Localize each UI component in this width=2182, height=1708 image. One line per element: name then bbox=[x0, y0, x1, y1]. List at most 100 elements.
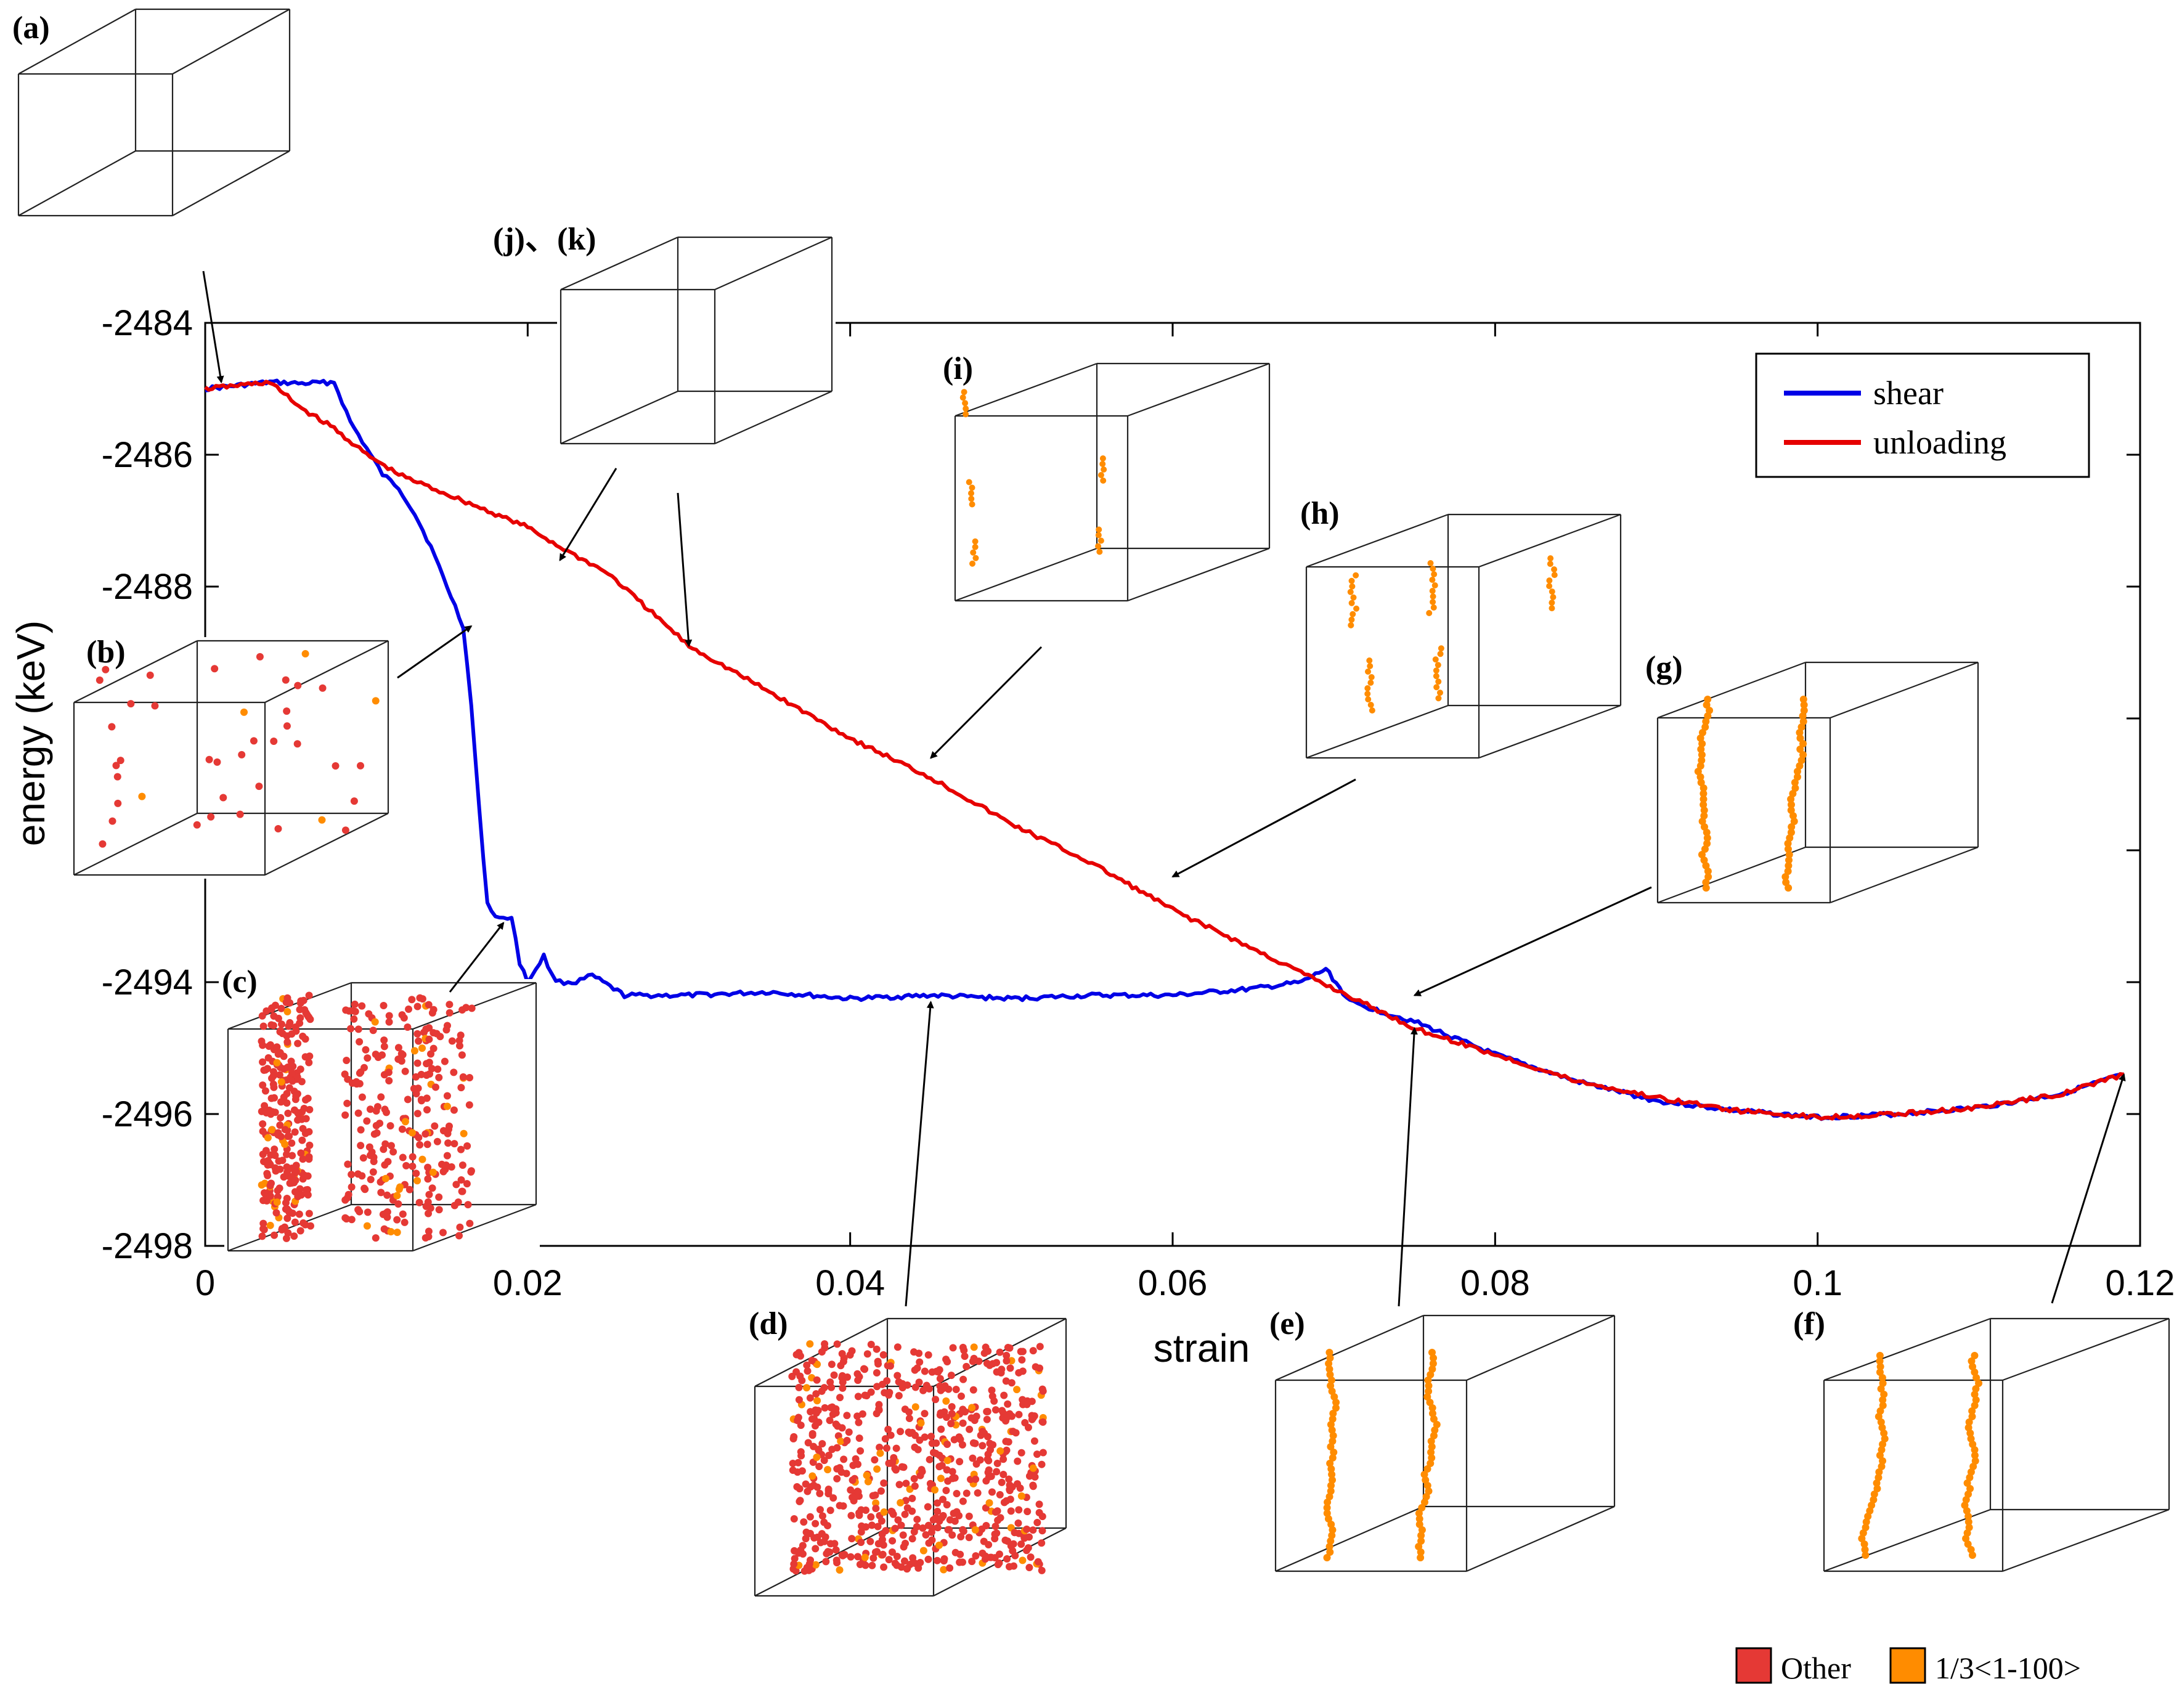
defect-dot-c-455 bbox=[364, 1208, 372, 1216]
defect-dot-c-427 bbox=[425, 1227, 433, 1235]
defect-dot-d-554 bbox=[867, 1388, 875, 1396]
defect-dot-d-537 bbox=[899, 1531, 907, 1539]
defect-dot-d-442 bbox=[894, 1372, 902, 1380]
dislocation-dot-g-1-1207 bbox=[1799, 740, 1807, 747]
defect-dot-d-665 bbox=[803, 1361, 811, 1369]
defect-dot-c-91 bbox=[366, 1105, 374, 1113]
cube-edge-a-8 bbox=[18, 9, 136, 75]
dislocation-dot-e-0-2249 bbox=[1327, 1382, 1335, 1389]
dislocation-dot-e-1-2528 bbox=[1417, 1554, 1425, 1561]
defect-dot-d-395 bbox=[932, 1396, 940, 1404]
defect-dot-d-653 bbox=[857, 1539, 865, 1547]
defect-dot-d-508 bbox=[957, 1392, 965, 1400]
defect-dot-c-315 bbox=[343, 1057, 351, 1065]
defect-dot-c-255 bbox=[385, 1018, 393, 1026]
dislocation-dot-f-0-2227 bbox=[1876, 1368, 1884, 1376]
defect-dot-c-505 bbox=[365, 1010, 373, 1018]
defect-dot-d-446 bbox=[935, 1463, 943, 1471]
defect-dot-c-346 bbox=[300, 1104, 308, 1112]
defect-dot-d-573 bbox=[811, 1422, 819, 1430]
defect-dot-d-558 bbox=[951, 1548, 959, 1556]
defect-dot-b-21 bbox=[108, 723, 116, 731]
dislocation-dot-g-0-1315 bbox=[1700, 807, 1708, 814]
defect-dot-d-400 bbox=[998, 1365, 1006, 1373]
dislocation-dot-f-0-2461 bbox=[1864, 1513, 1872, 1520]
defect-dot-d-364 bbox=[927, 1433, 935, 1441]
defect-dot-c-79 bbox=[435, 1073, 443, 1081]
defect-dot-d-48 bbox=[898, 1463, 906, 1471]
defect-dot-d-328 bbox=[1024, 1423, 1032, 1431]
defect-dot-d-36 bbox=[1039, 1449, 1047, 1457]
defect-dot-c-497 bbox=[463, 1142, 471, 1150]
dislocation-dot-f-1-2263 bbox=[1971, 1391, 1979, 1398]
cube-edge-e-9 bbox=[1466, 1314, 1615, 1381]
defect-dot-c-193 bbox=[404, 1096, 412, 1104]
defect-dot-c-422 bbox=[288, 1210, 296, 1218]
defect-dot-d-342 bbox=[892, 1444, 900, 1452]
defect-dot-c-456 bbox=[292, 1161, 300, 1169]
defect-dot-d-213 bbox=[936, 1375, 944, 1383]
dislocation-dot-f-1-2353 bbox=[1971, 1446, 1979, 1454]
inset-jk: (j)、(k) bbox=[493, 222, 836, 447]
defect-dot-d-420 bbox=[818, 1440, 826, 1448]
defect-dot-d-236 bbox=[853, 1553, 861, 1561]
dislocation-dot-g-0-1243 bbox=[1696, 762, 1704, 770]
dislocation-dot-e-1-2303 bbox=[1430, 1415, 1438, 1423]
arrow-3 bbox=[905, 1001, 934, 1307]
defect-dot-c-502 bbox=[280, 1093, 288, 1101]
defect-dot-c-197 bbox=[459, 1073, 467, 1081]
defect-dot-d-437 bbox=[993, 1459, 1001, 1467]
dislocation-dot-f-1-2416 bbox=[1966, 1485, 1974, 1492]
defect-dot-d-200 bbox=[849, 1476, 857, 1484]
defect-dot-b-12 bbox=[207, 813, 215, 821]
arrow-5 bbox=[2051, 1073, 2126, 1304]
dislocation-dot-i-2-4 bbox=[969, 560, 976, 567]
dislocation-dot-e-0-2510 bbox=[1325, 1543, 1333, 1550]
defect-dot-d-360 bbox=[1002, 1377, 1010, 1385]
defect-dot-d-597 bbox=[790, 1560, 798, 1568]
defect-dot-d-347 bbox=[924, 1521, 932, 1529]
defect-dot-d-94 bbox=[902, 1479, 910, 1487]
defect-dot-d-362 bbox=[998, 1478, 1006, 1486]
dislocation-dot-g-0-1279 bbox=[1700, 784, 1708, 792]
defect-dot-d-561 bbox=[1017, 1492, 1025, 1500]
defect-dot-c-209 bbox=[408, 1129, 416, 1137]
defect-dot-d-193 bbox=[855, 1418, 863, 1426]
defect-dot-c-251 bbox=[402, 1161, 410, 1169]
dislocation-dot-g-0-1396 bbox=[1700, 856, 1708, 864]
dislocation-dot-g-1-1324 bbox=[1789, 812, 1797, 819]
defect-dot-d-560 bbox=[900, 1557, 908, 1565]
dislocation-dot-h-3-9 bbox=[1549, 605, 1555, 612]
dislocation-dot-f-0-2317 bbox=[1878, 1424, 1886, 1431]
dislocation-dot-e-0-2411 bbox=[1327, 1482, 1335, 1489]
defect-dot-d-609 bbox=[891, 1465, 899, 1473]
defect-dot-d-687 bbox=[1017, 1540, 1025, 1548]
defect-dot-d-429 bbox=[911, 1403, 919, 1411]
defect-dot-d-634 bbox=[952, 1386, 960, 1394]
cube-edge-f-11 bbox=[1823, 1508, 1991, 1572]
defect-dot-d-320 bbox=[847, 1511, 855, 1519]
x-tick-label-1: 0.02 bbox=[493, 1263, 563, 1303]
dislocation-dot-e-0-2294 bbox=[1329, 1410, 1337, 1417]
defect-dot-d-52 bbox=[913, 1515, 921, 1523]
dislocation-dot-h-4-7 bbox=[1365, 696, 1372, 702]
defect-dot-c-494 bbox=[276, 1165, 284, 1173]
defect-dot-c-77 bbox=[418, 1155, 426, 1163]
defect-dot-d-340 bbox=[1001, 1536, 1009, 1544]
dislocation-dot-h-2-7 bbox=[1433, 684, 1440, 691]
defect-dot-d-645 bbox=[887, 1431, 895, 1439]
defect-dot-c-441 bbox=[358, 1002, 366, 1010]
defect-dot-c-381 bbox=[372, 1234, 380, 1242]
defect-dot-c-500 bbox=[278, 1225, 286, 1233]
dislocation-dot-e-1-2231 bbox=[1427, 1371, 1435, 1378]
defect-dot-d-697 bbox=[918, 1468, 926, 1476]
defect-dot-d-321 bbox=[924, 1503, 932, 1511]
defect-dot-c-492 bbox=[259, 1022, 267, 1030]
dislocation-dot-f-1-2281 bbox=[1971, 1402, 1979, 1409]
defect-dot-c-376 bbox=[286, 1179, 294, 1187]
dislocation-dot-h-3-2 bbox=[1551, 566, 1558, 573]
defect-dot-d-49 bbox=[908, 1535, 916, 1543]
x-tick-label-5: 0.1 bbox=[1793, 1263, 1842, 1303]
defect-dot-d-617 bbox=[880, 1563, 888, 1571]
cube-edge-g-9 bbox=[1830, 661, 1979, 719]
